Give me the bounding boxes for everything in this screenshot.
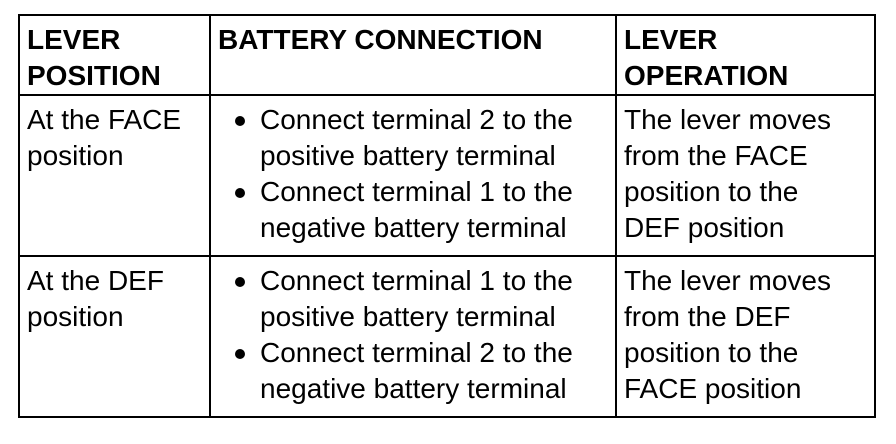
cell-text: Connect terminal 1 to the [260,265,573,296]
operation-cell: The lever moves from the FACE position t… [615,94,876,257]
header-text: LEVER [624,24,718,55]
bullet-icon [235,116,245,126]
position-cell: At the DEF position [18,255,211,418]
bullet-icon [235,349,245,359]
header-text: POSITION [27,60,161,91]
cell-text: At the FACE [27,104,182,135]
cell-text: position to the [624,176,799,207]
cell-text: DEF position [624,212,785,243]
cell-text: positive battery terminal [260,140,556,171]
cell-text: position [27,301,124,332]
header-text: OPERATION [624,60,789,91]
cell-text: Connect terminal 1 to the [260,176,573,207]
header-lever-operation: LEVER OPERATION [615,14,876,96]
cell-text: FACE position [624,373,802,404]
cell-text: The lever moves [624,104,831,135]
bullet-icon [235,188,245,198]
cell-text: from the FACE [624,140,808,171]
connection-cell: Connect terminal 2 to the positive batte… [209,94,617,257]
header-lever-position: LEVER POSITION [18,14,211,96]
cell-text: position to the [624,337,799,368]
operation-cell: The lever moves from the DEF position to… [615,255,876,418]
position-cell: At the FACE position [18,94,211,257]
bullet-icon [235,277,245,287]
cell-text: The lever moves [624,265,831,296]
header-text: BATTERY CONNECTION [218,24,543,55]
header-row: LEVER POSITION BATTERY CONNECTION LEVER … [18,14,876,96]
cell-text: from the DEF [624,301,791,332]
header-text: LEVER [27,24,121,55]
table-row: At the FACE position Connect terminal 2 … [18,94,876,257]
cell-text: At the DEF [27,265,164,296]
header-battery-connection: BATTERY CONNECTION [209,14,617,96]
cell-text: position [27,140,124,171]
list-item: Connect terminal 2 to the positive batte… [231,102,615,174]
connection-cell: Connect terminal 1 to the positive batte… [209,255,617,418]
connection-list: Connect terminal 2 to the positive batte… [218,102,615,246]
list-item: Connect terminal 1 to the positive batte… [231,263,615,335]
cell-text: negative battery terminal [260,212,567,243]
table-row: At the DEF position Connect terminal 1 t… [18,255,876,418]
cell-text: Connect terminal 2 to the [260,337,573,368]
cell-text: negative battery terminal [260,373,567,404]
cell-text: Connect terminal 2 to the [260,104,573,135]
lever-battery-table: LEVER POSITION BATTERY CONNECTION LEVER … [18,14,876,418]
cell-text: positive battery terminal [260,301,556,332]
connection-list: Connect terminal 1 to the positive batte… [218,263,615,407]
list-item: Connect terminal 2 to the negative batte… [231,335,615,407]
list-item: Connect terminal 1 to the negative batte… [231,174,615,246]
